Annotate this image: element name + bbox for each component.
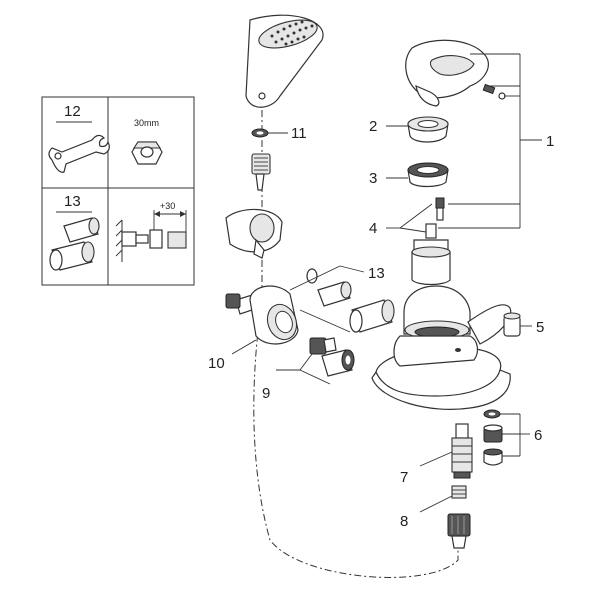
hose-end-nut <box>447 513 471 549</box>
hex-nut-icon <box>131 141 163 165</box>
leader-1 <box>438 53 542 229</box>
leader-10 <box>231 339 257 355</box>
leader-7 <box>419 451 453 467</box>
escutcheon-cap <box>407 116 449 143</box>
diverter-ring <box>451 485 467 499</box>
callout-11: 11 <box>291 125 307 142</box>
inset-table: 12 30mm 13 <box>41 96 195 286</box>
grub-screw <box>482 83 506 100</box>
callout-7: 7 <box>400 469 408 486</box>
leader-4 <box>386 203 433 233</box>
callout-6: 6 <box>534 427 542 444</box>
callout-2: 2 <box>369 118 377 135</box>
callout-8: 8 <box>400 513 408 530</box>
s-union-elbow <box>225 285 299 345</box>
adapter-ring <box>407 162 449 188</box>
wall-holder <box>225 208 283 259</box>
inset-border <box>41 96 195 286</box>
leader-9 <box>276 353 331 385</box>
leader-13 <box>289 265 365 333</box>
diverter <box>451 423 473 479</box>
extension-piece-icon <box>49 217 100 271</box>
nut-size-label: 30mm <box>134 118 159 128</box>
inset-label-13: 13 <box>64 193 81 210</box>
union-nut-set <box>309 337 355 377</box>
leader-8 <box>419 495 453 513</box>
inset-label-12: 12 <box>64 103 81 120</box>
lever-handle <box>405 39 489 107</box>
callout-4: 4 <box>369 220 377 237</box>
extension-set <box>306 268 395 333</box>
leader-6 <box>500 413 530 457</box>
cartridge <box>411 223 451 286</box>
hand-shower <box>245 14 324 108</box>
cartridge-screw <box>435 197 445 221</box>
callout-10: 10 <box>208 355 225 372</box>
wrench-icon <box>48 134 110 173</box>
callout-13: 13 <box>368 265 385 282</box>
extension-label: +30 <box>160 201 175 211</box>
installation-sketch-icon <box>115 210 187 262</box>
callout-9: 9 <box>262 385 270 402</box>
aerator-set <box>483 409 503 466</box>
callout-3: 3 <box>369 170 377 187</box>
hose-connector <box>251 153 271 191</box>
callout-5: 5 <box>536 319 544 336</box>
mixer-body <box>371 285 512 410</box>
callout-1: 1 <box>546 133 554 150</box>
end-cap <box>503 312 521 337</box>
